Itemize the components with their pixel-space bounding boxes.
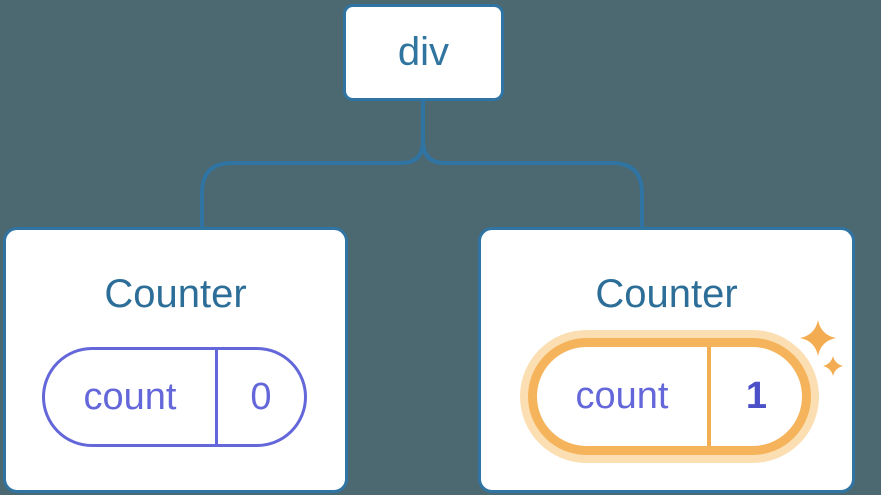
connector-right-branch (421, 99, 644, 229)
state-key: count (537, 347, 711, 446)
root-node-label: div (397, 30, 450, 74)
component-title: Counter (104, 272, 247, 316)
state-key: count (45, 350, 218, 444)
sparkle-small (823, 356, 843, 376)
state-pill-highlighted: count 1 (528, 338, 811, 455)
counter-card-left: Counter count 0 (3, 227, 348, 493)
counter-card-right: Counter count 1 (478, 227, 855, 493)
state-value: 1 (745, 375, 768, 417)
sparkles-icon (800, 320, 843, 376)
state-pill: count 0 (42, 347, 307, 447)
sparkle-large (800, 320, 836, 356)
connector-left-branch (200, 99, 425, 229)
component-title: Counter (595, 272, 738, 316)
state-value: 0 (250, 375, 272, 418)
root-node-div: div (343, 4, 504, 101)
